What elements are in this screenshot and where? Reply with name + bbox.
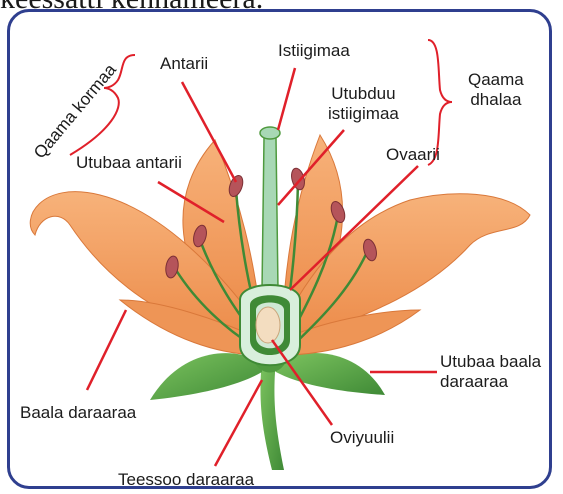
ovule [256, 307, 280, 343]
label-utubduu-line1: Utubduu [328, 84, 399, 104]
label-ovaarii: Ovaarii [386, 145, 440, 165]
label-utubaa-baala-daraaraa: Utubaa baala daraaraa [440, 352, 541, 392]
label-utubduu-line2: istiigimaa [328, 104, 399, 124]
label-utubduu-istiigimaa: Utubduu istiigimaa [328, 84, 399, 124]
flower-stem [260, 360, 284, 470]
label-qaama-dhalaa-line2: dhalaa [468, 90, 524, 110]
sepal-left [150, 353, 262, 400]
label-utubaa-antarii: Utubaa antarii [76, 153, 182, 173]
stigma [260, 127, 280, 139]
style [262, 138, 278, 290]
label-baala-daraaraa: Baala daraaraa [20, 403, 136, 423]
label-antarii: Antarii [160, 54, 208, 74]
label-utubaa-baala-line1: Utubaa baala [440, 352, 541, 372]
label-istiigimaa: Istiigimaa [278, 41, 350, 61]
label-qaama-dhalaa: Qaama dhalaa [468, 70, 524, 110]
label-utubaa-baala-line2: daraaraa [440, 372, 541, 392]
label-oviyuulii: Oviyuulii [330, 428, 394, 448]
label-teessoo-daraaraa: Teessoo daraaraa [118, 470, 254, 490]
label-qaama-dhalaa-line1: Qaama [468, 70, 524, 90]
